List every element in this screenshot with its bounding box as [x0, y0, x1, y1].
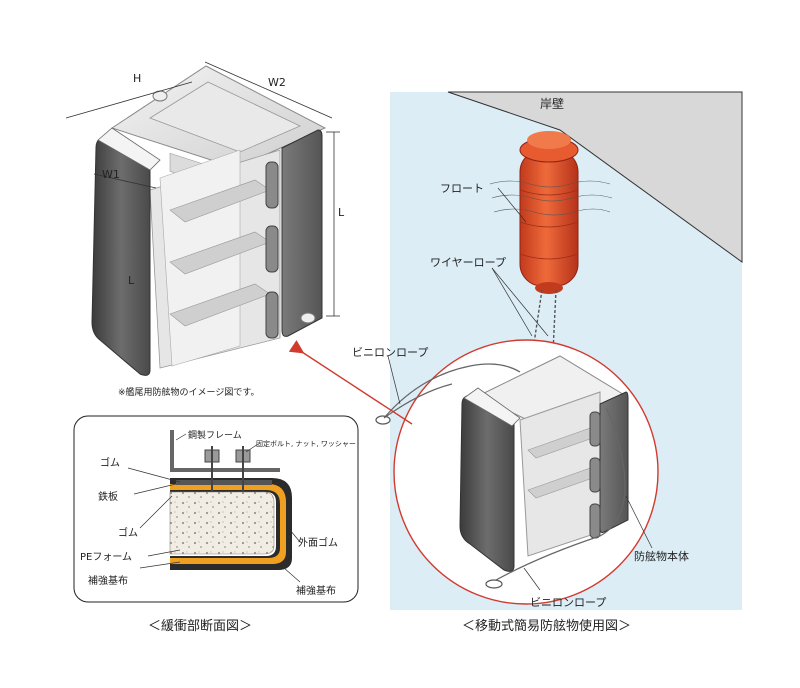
vinylon-bottom-label: ビニロンロープ: [530, 596, 606, 609]
fixing-label: 固定ボルト, ナット, ワッシャー: [256, 439, 356, 448]
rubber-mid-label: ゴム: [118, 526, 138, 539]
float: [519, 131, 579, 294]
section-leaders: [127, 433, 301, 583]
vinylon-rope-top: [383, 363, 521, 419]
dim-l-right-label: L: [338, 206, 345, 219]
reinforce-right-label: 補強基布: [296, 584, 336, 597]
dim-w2-label: W2: [268, 76, 286, 89]
float-label: フロート: [440, 182, 484, 195]
outer-rubber-label: 外面ゴム: [298, 536, 338, 549]
reinforce-left-label: 補強基布: [88, 574, 128, 587]
vinylon-rope-bottom: [495, 407, 626, 581]
iron-plate-label: 鉄板: [98, 490, 118, 503]
quay-wall: [447, 91, 743, 263]
image-note: ※艦尾用防舷物のイメージ図です。: [118, 386, 259, 398]
fender-body-label: 防舷物本体: [634, 549, 689, 563]
link-arrow: [288, 340, 413, 425]
usage-leaders: [387, 187, 653, 591]
usage-caption: ＜移動式簡易防舷物使用図＞: [462, 618, 631, 634]
dim-w1-label: W1: [102, 168, 120, 181]
steel-frame-label: 鋼製フレーム: [188, 429, 242, 441]
water-ripples: [489, 180, 613, 216]
vinylon-top-label: ビニロンロープ: [352, 346, 428, 359]
cross-section: [169, 430, 292, 570]
fender-body: [459, 355, 629, 572]
wire-rope-label: ワイヤーロープ: [430, 256, 506, 269]
fender-isometric: [91, 65, 327, 376]
dimension-lines: [65, 61, 340, 317]
pe-foam-label: PEフォーム: [80, 551, 132, 563]
quay-label: 岸壁: [540, 96, 564, 111]
dim-h-label: H: [133, 72, 141, 85]
dim-l-left-label: L: [128, 274, 135, 287]
rubber-top-label: ゴム: [100, 456, 120, 469]
section-caption: ＜緩衝部断面図＞: [148, 619, 252, 634]
